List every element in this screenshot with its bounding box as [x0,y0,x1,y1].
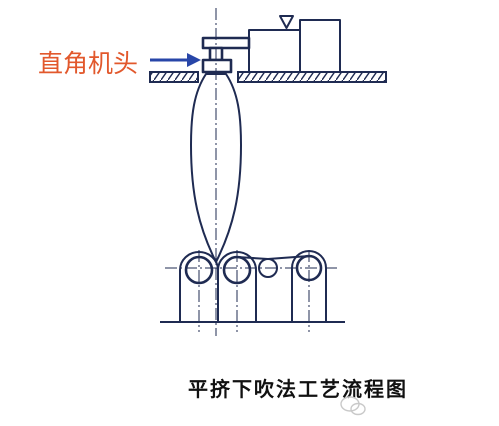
diagram-caption: 平挤下吹法工艺流程图 [188,377,408,401]
nip-roll-assembly [160,250,345,323]
die-block [201,58,233,74]
die-head [201,36,251,74]
arrow-head-icon [187,53,201,67]
extruder-barrel [248,29,301,73]
hopper-icon [279,15,294,29]
platform-left [149,71,199,83]
extruder-motor [299,19,341,73]
center-lines [165,8,340,336]
flat-film-path [236,255,310,260]
extruder [248,15,341,73]
die-adapter [201,36,251,50]
platform-right [237,71,387,83]
platform [149,71,387,83]
die-head-label: 直角机头 [38,49,138,78]
wechat-watermark-icon [340,396,366,416]
pointer-arrow [150,53,201,67]
right-roll-bracket [217,251,257,322]
